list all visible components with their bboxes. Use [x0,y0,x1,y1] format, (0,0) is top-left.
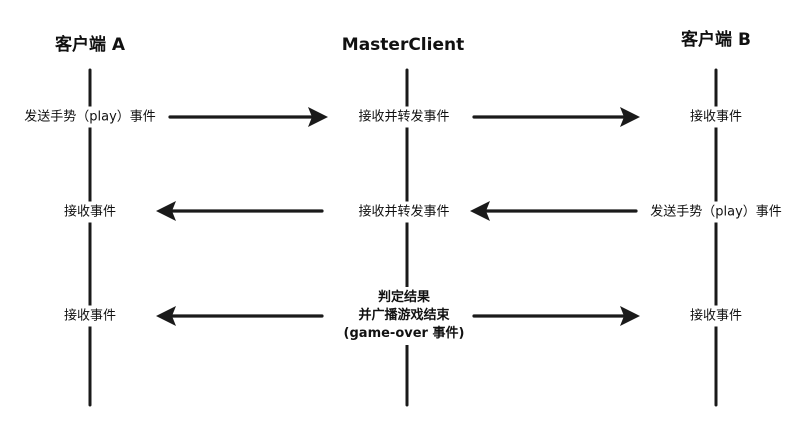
row3-master-label: 判定结果 并广播游戏结束 (game-over 事件) [339,287,469,345]
row1-client-b-label: 接收事件 [685,106,747,128]
row1-client-a-label: 发送手势（play）事件 [20,106,160,128]
arrowhead-master-to-a-row2 [156,201,176,221]
header-client-b: 客户端 B [681,30,751,50]
header-client-a: 客户端 A [54,35,126,55]
row1-master-label: 接收并转发事件 [354,106,454,128]
row2-master-label: 接收并转发事件 [354,201,454,223]
row3-client-a-label: 接收事件 [59,305,121,327]
arrowhead-b-to-master-row2 [470,201,490,221]
arrowhead-a-to-master-row1 [308,107,328,127]
arrowhead-master-to-b-row1 [620,107,640,127]
row3-client-b-label: 接收事件 [685,305,747,327]
arrowhead-master-to-b-row3 [620,306,640,326]
header-master-client: MasterClient [341,35,465,55]
arrowhead-master-to-a-row3 [156,306,176,326]
row2-client-b-label: 发送手势（play）事件 [646,201,786,223]
row2-client-a-label: 接收事件 [59,201,121,223]
